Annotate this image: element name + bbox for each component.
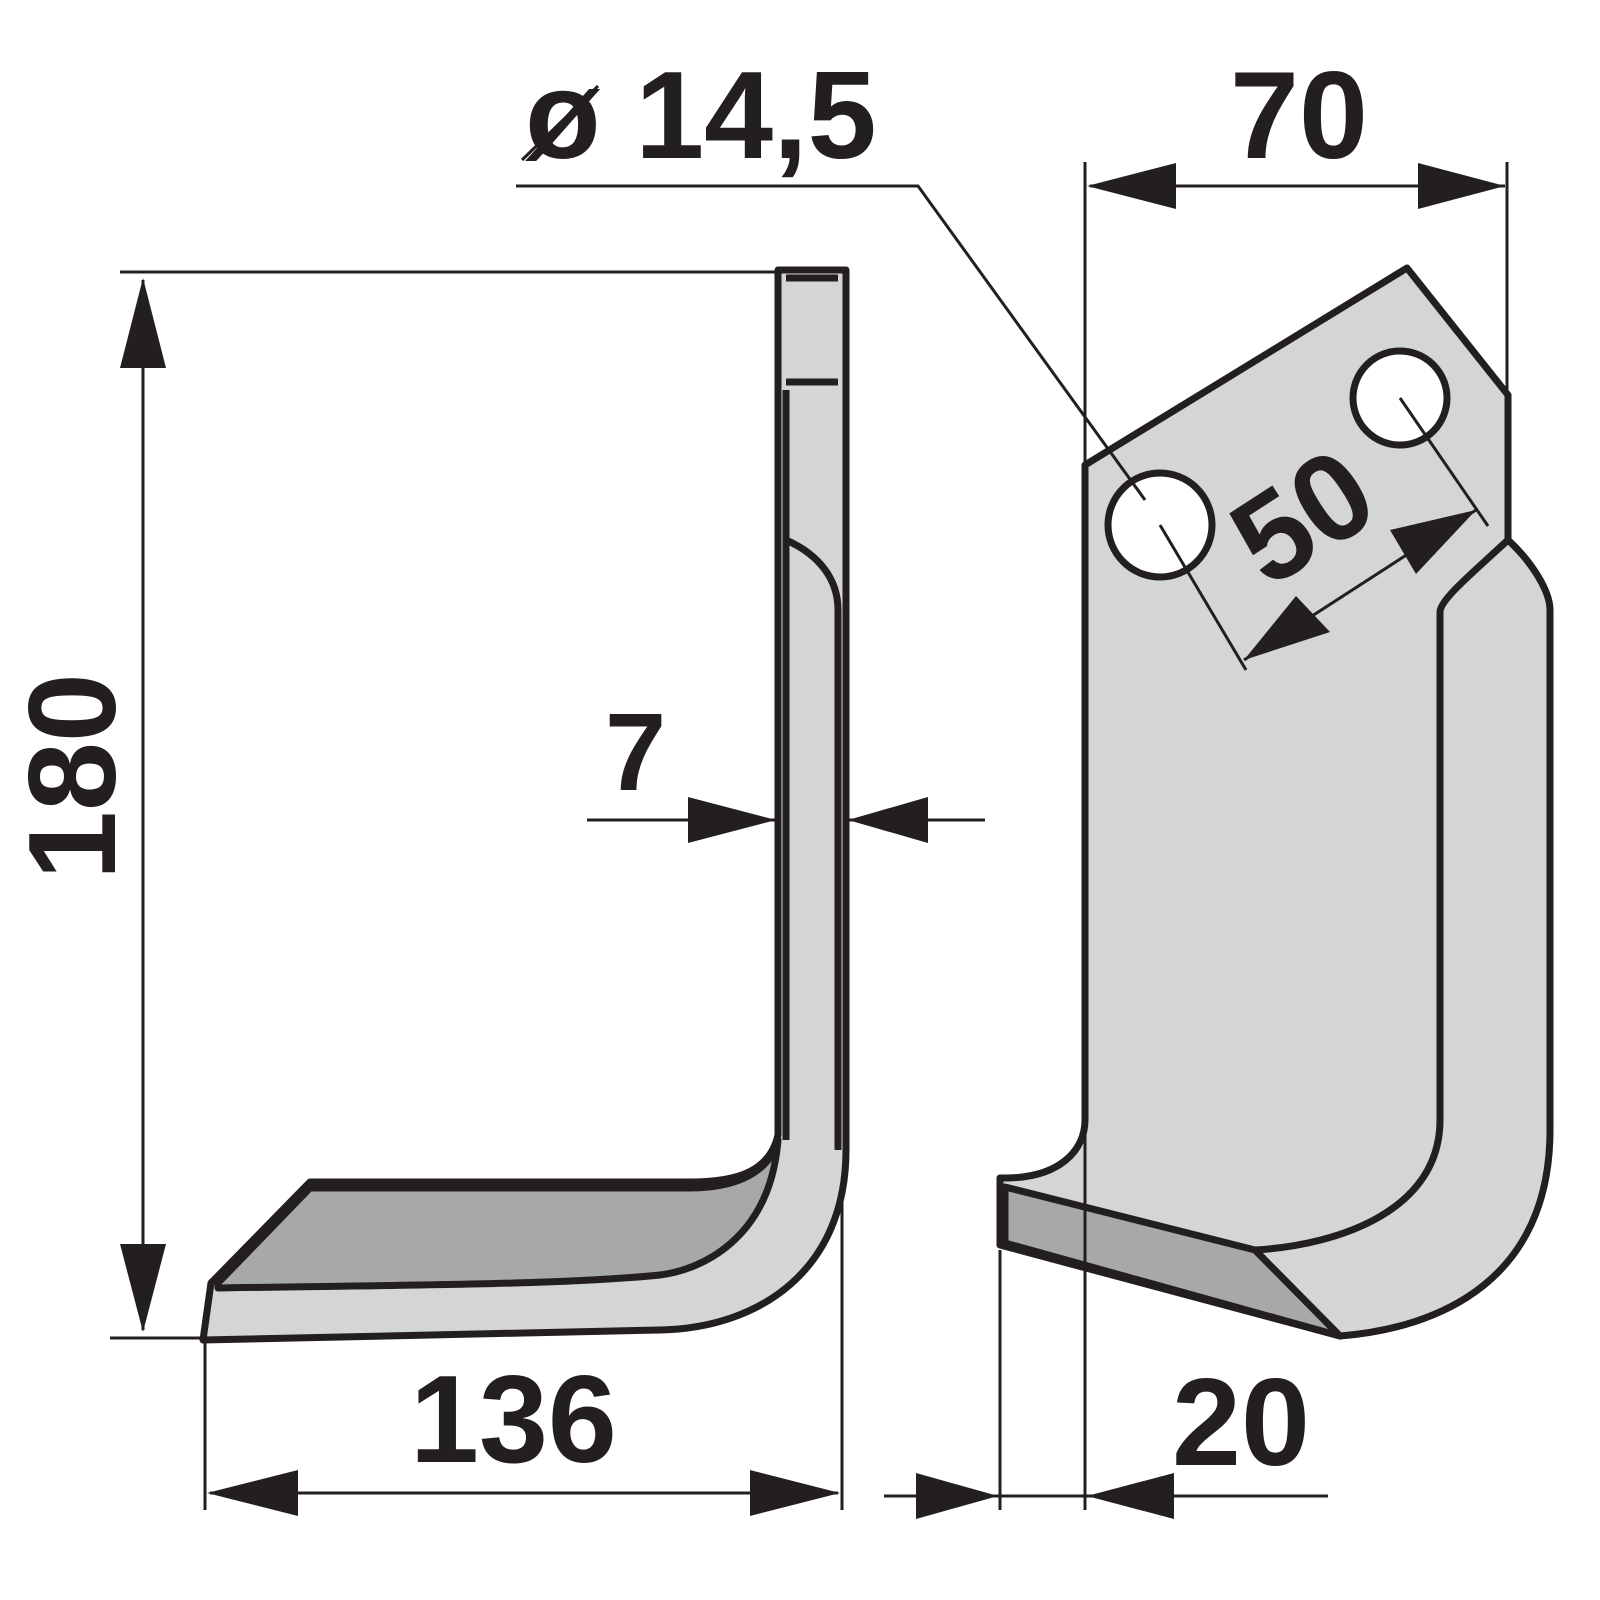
- height-label: 180: [4, 673, 142, 880]
- side-view-blade: [199, 266, 850, 1344]
- dimension-lines: [110, 84, 1509, 1519]
- offset-label: 20: [1172, 1354, 1310, 1492]
- width-top-label: 70: [1230, 47, 1368, 185]
- thickness-label: 7: [605, 691, 666, 814]
- front-view-body: [996, 264, 1554, 1340]
- front-view-inner-line: [1254, 537, 1511, 1254]
- front-view-edge-bevel: [1001, 1183, 1344, 1340]
- front-view-blade: [996, 264, 1554, 1340]
- side-view-inner-line: [782, 274, 842, 1150]
- hole-diameter-label: ø 14,5: [525, 47, 877, 185]
- side-view-edge-bevel: [214, 1136, 782, 1292]
- length-bottom-label: 136: [410, 1351, 617, 1489]
